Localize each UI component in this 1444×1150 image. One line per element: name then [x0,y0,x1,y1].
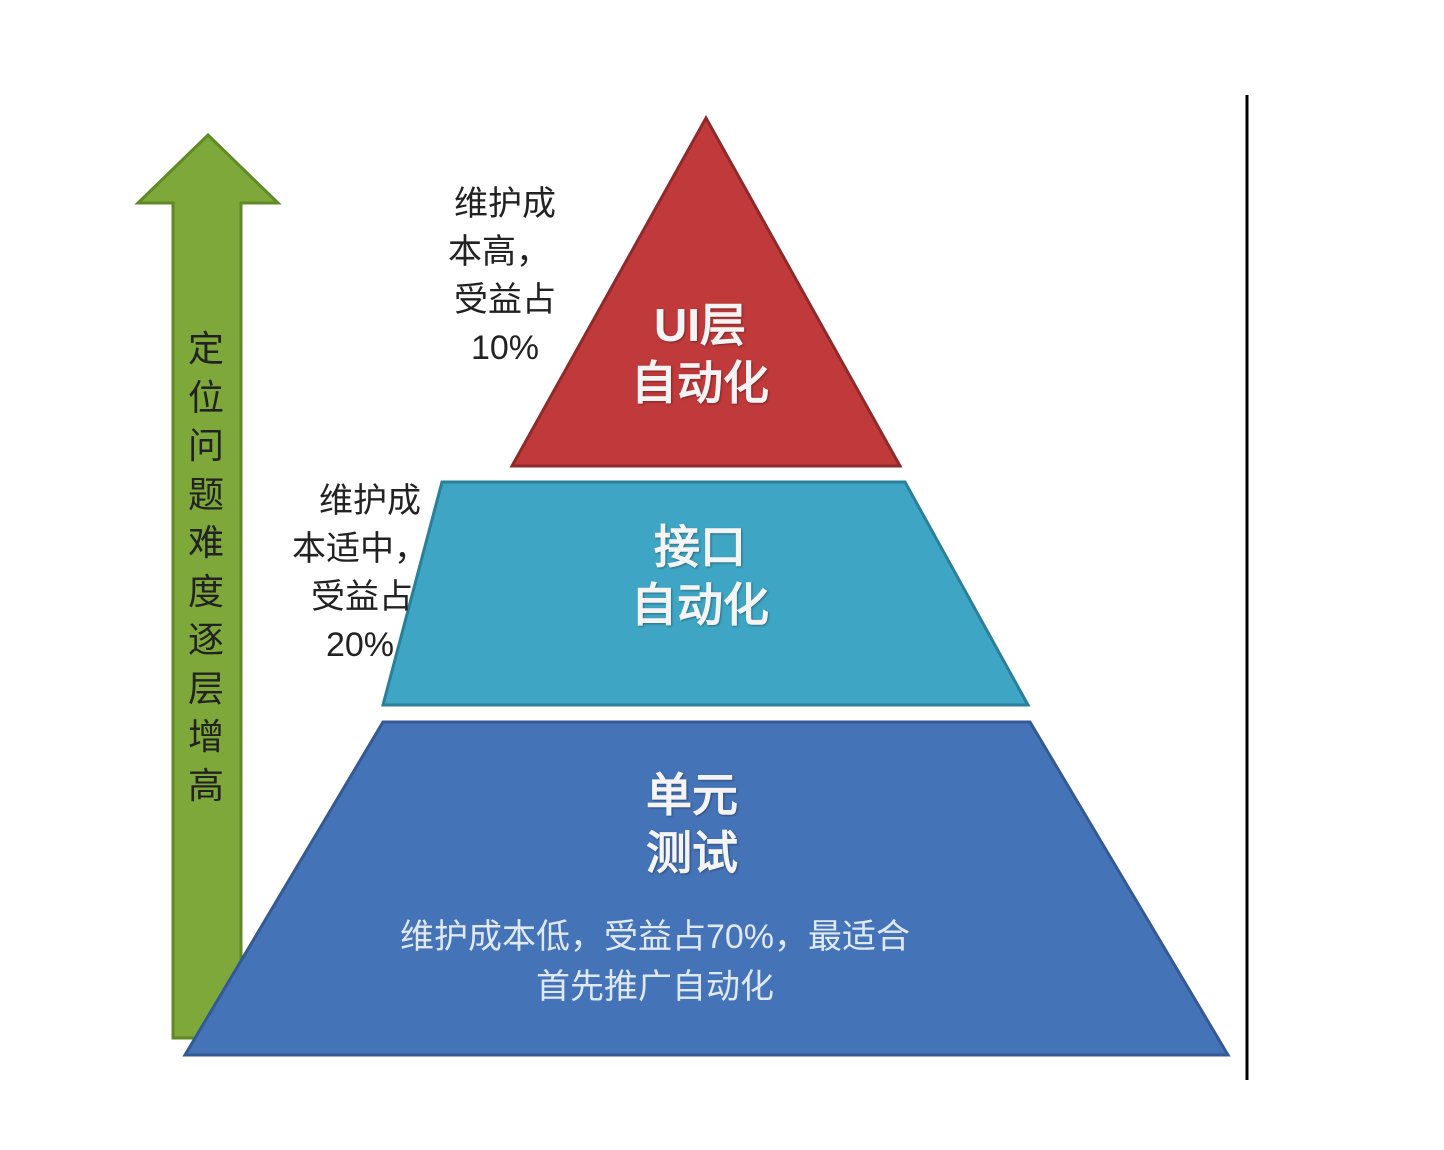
note-line: 维护成 [319,482,421,520]
arrow-label: 定位问题难度逐层增高 [187,328,224,806]
note-line: 本适中， [292,530,428,568]
note-line: 20% [325,626,395,664]
title-line: 接口 [654,521,746,573]
note-line: 受益占 [311,578,413,616]
ui-layer-shape [509,114,903,468]
note-line: 受益占 [454,281,556,319]
ui-layer-note: 维护成 本高， 受益占 10% [440,180,570,372]
title-line: 测试 [646,827,738,879]
note-line: 维护成 [454,185,556,223]
api-layer-title: 接口 自动化 [600,518,800,634]
ui-layer-title: UI层 自动化 [600,296,800,412]
desc-line: 首先推广自动化 [536,968,774,1006]
note-line: 本高， [448,233,550,271]
title-line: 单元 [646,769,738,821]
desc-line: 维护成本低，受益占70%，最适合 [399,918,911,956]
title-line: 自动化 [631,357,769,409]
api-layer-shape [381,480,1031,707]
unit-layer-title: 单元 测试 [592,766,792,882]
unit-layer-desc: 维护成本低，受益占70%，最适合 首先推广自动化 [330,912,980,1012]
note-line: 10% [470,329,540,367]
api-layer-note: 维护成 本适中， 受益占 20% [285,477,435,669]
unit-layer-shape [182,720,1231,1057]
title-line: 自动化 [631,579,769,631]
title-line: UI层 [654,299,746,351]
